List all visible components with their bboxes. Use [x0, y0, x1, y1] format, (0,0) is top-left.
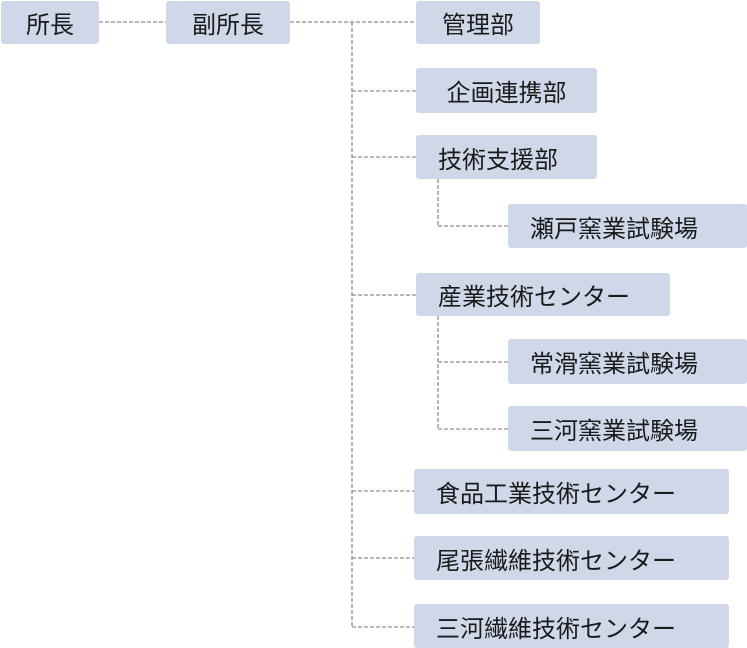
director-box: 所長: [1, 1, 99, 44]
deputy-director-box: 副所長: [166, 1, 290, 44]
subunit-box-tokoname-yogyo: 常滑窯業試験場: [508, 339, 747, 384]
subunit-box-mikawa-yogyo: 三河窯業試験場: [508, 406, 747, 451]
dept-box-kikaku-renkei: 企画連携部: [416, 68, 597, 113]
subunit-box-seto-yogyo: 瀬戸窯業試験場: [508, 204, 747, 248]
dept-box-mikawa-seni: 三河繊維技術センター: [414, 604, 729, 648]
dept-box-shokuhin-kogyo: 食品工業技術センター: [414, 469, 729, 514]
dept-box-sangyo-gijutsu: 産業技術センター: [416, 273, 670, 316]
dept-box-gijutsu-shien: 技術支援部: [416, 135, 597, 179]
dept-box-owari-seni: 尾張繊維技術センター: [414, 536, 729, 580]
dept-box-kanri: 管理部: [416, 1, 540, 44]
